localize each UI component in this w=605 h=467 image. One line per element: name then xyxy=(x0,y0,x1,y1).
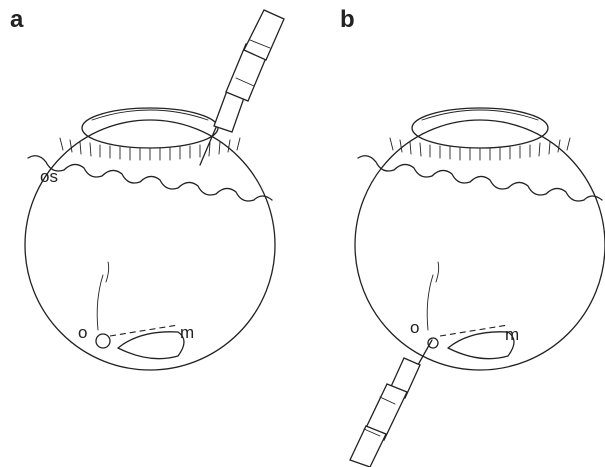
panel-a: a os o m xyxy=(10,6,284,370)
optic-disc-b xyxy=(428,338,438,348)
eye-globe-a xyxy=(25,108,275,370)
syringe-b xyxy=(350,340,432,467)
optic-disc-a xyxy=(96,334,110,348)
syringe-a xyxy=(200,10,284,165)
panel-a-label: a xyxy=(10,6,24,33)
eye-globe-b xyxy=(355,108,605,370)
callout-macula-b: m xyxy=(505,325,519,344)
panel-b-label: b xyxy=(340,6,355,33)
panel-b: b o m xyxy=(340,6,605,467)
callout-macula-a: m xyxy=(180,323,194,342)
callout-optic-disc-a: o xyxy=(78,323,87,342)
callout-ora-serrata-a: os xyxy=(40,167,58,186)
callout-optic-disc-b: o xyxy=(410,318,419,337)
